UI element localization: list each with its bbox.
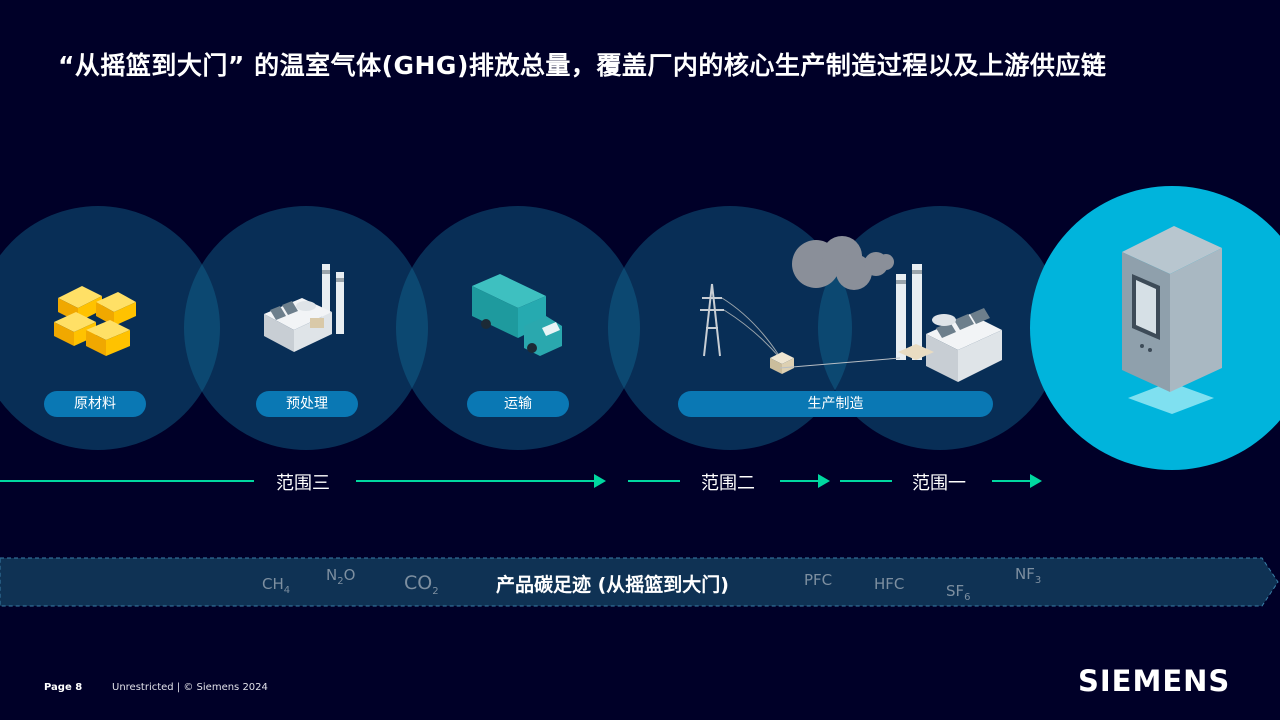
- power-pylon-icon: [700, 283, 794, 374]
- gas-sf6: SF6: [946, 582, 971, 603]
- gas-co2: CO2: [404, 572, 439, 597]
- stage-label-pretreatment: 预处理: [256, 391, 358, 417]
- footer-note: Unrestricted | © Siemens 2024: [112, 682, 268, 693]
- page-number: Page 8: [44, 682, 83, 693]
- carbon-footprint-title: 产品碳足迹 (从摇篮到大门): [496, 574, 729, 596]
- factory-icon: [264, 264, 344, 352]
- scope3-label: 范围三: [276, 473, 330, 494]
- scope2-arrow-icon: [818, 474, 830, 488]
- scope2-label: 范围二: [701, 473, 755, 494]
- gas-n2o: N2O: [326, 566, 356, 587]
- stage-label-transport: 运输: [467, 391, 569, 417]
- stage-label-manufacturing: 生产制造: [678, 391, 993, 417]
- power-plant-icon: [779, 236, 1002, 382]
- scope3-arrow-icon: [594, 474, 606, 488]
- siemens-logo: SIEMENS: [1078, 664, 1231, 698]
- scope3-line-right: [356, 480, 594, 482]
- gas-ch4: CH4: [262, 575, 291, 596]
- gas-nf3: NF3: [1015, 565, 1042, 586]
- truck-icon: [472, 274, 562, 356]
- scope3-line-left: [0, 480, 254, 482]
- page-title: “从摇篮到大门” 的温室气体(GHG)排放总量，覆盖厂内的核心生产制造过程以及上…: [58, 51, 1107, 80]
- gas-pfc: PFC: [804, 571, 833, 589]
- gas-hfc: HFC: [874, 575, 905, 593]
- scope2-line-right: [780, 480, 818, 482]
- stage-label-raw-materials: 原材料: [44, 391, 146, 417]
- raw-materials-icon: [54, 286, 136, 356]
- scope1-line-right: [992, 480, 1030, 482]
- carbon-footprint-band: [0, 557, 1279, 607]
- scope1-label: 范围一: [912, 473, 966, 494]
- device-cabinet-icon: [1122, 226, 1222, 414]
- scope1-arrow-icon: [1030, 474, 1042, 488]
- scope2-line-left: [628, 480, 680, 482]
- scope1-line-left: [840, 480, 892, 482]
